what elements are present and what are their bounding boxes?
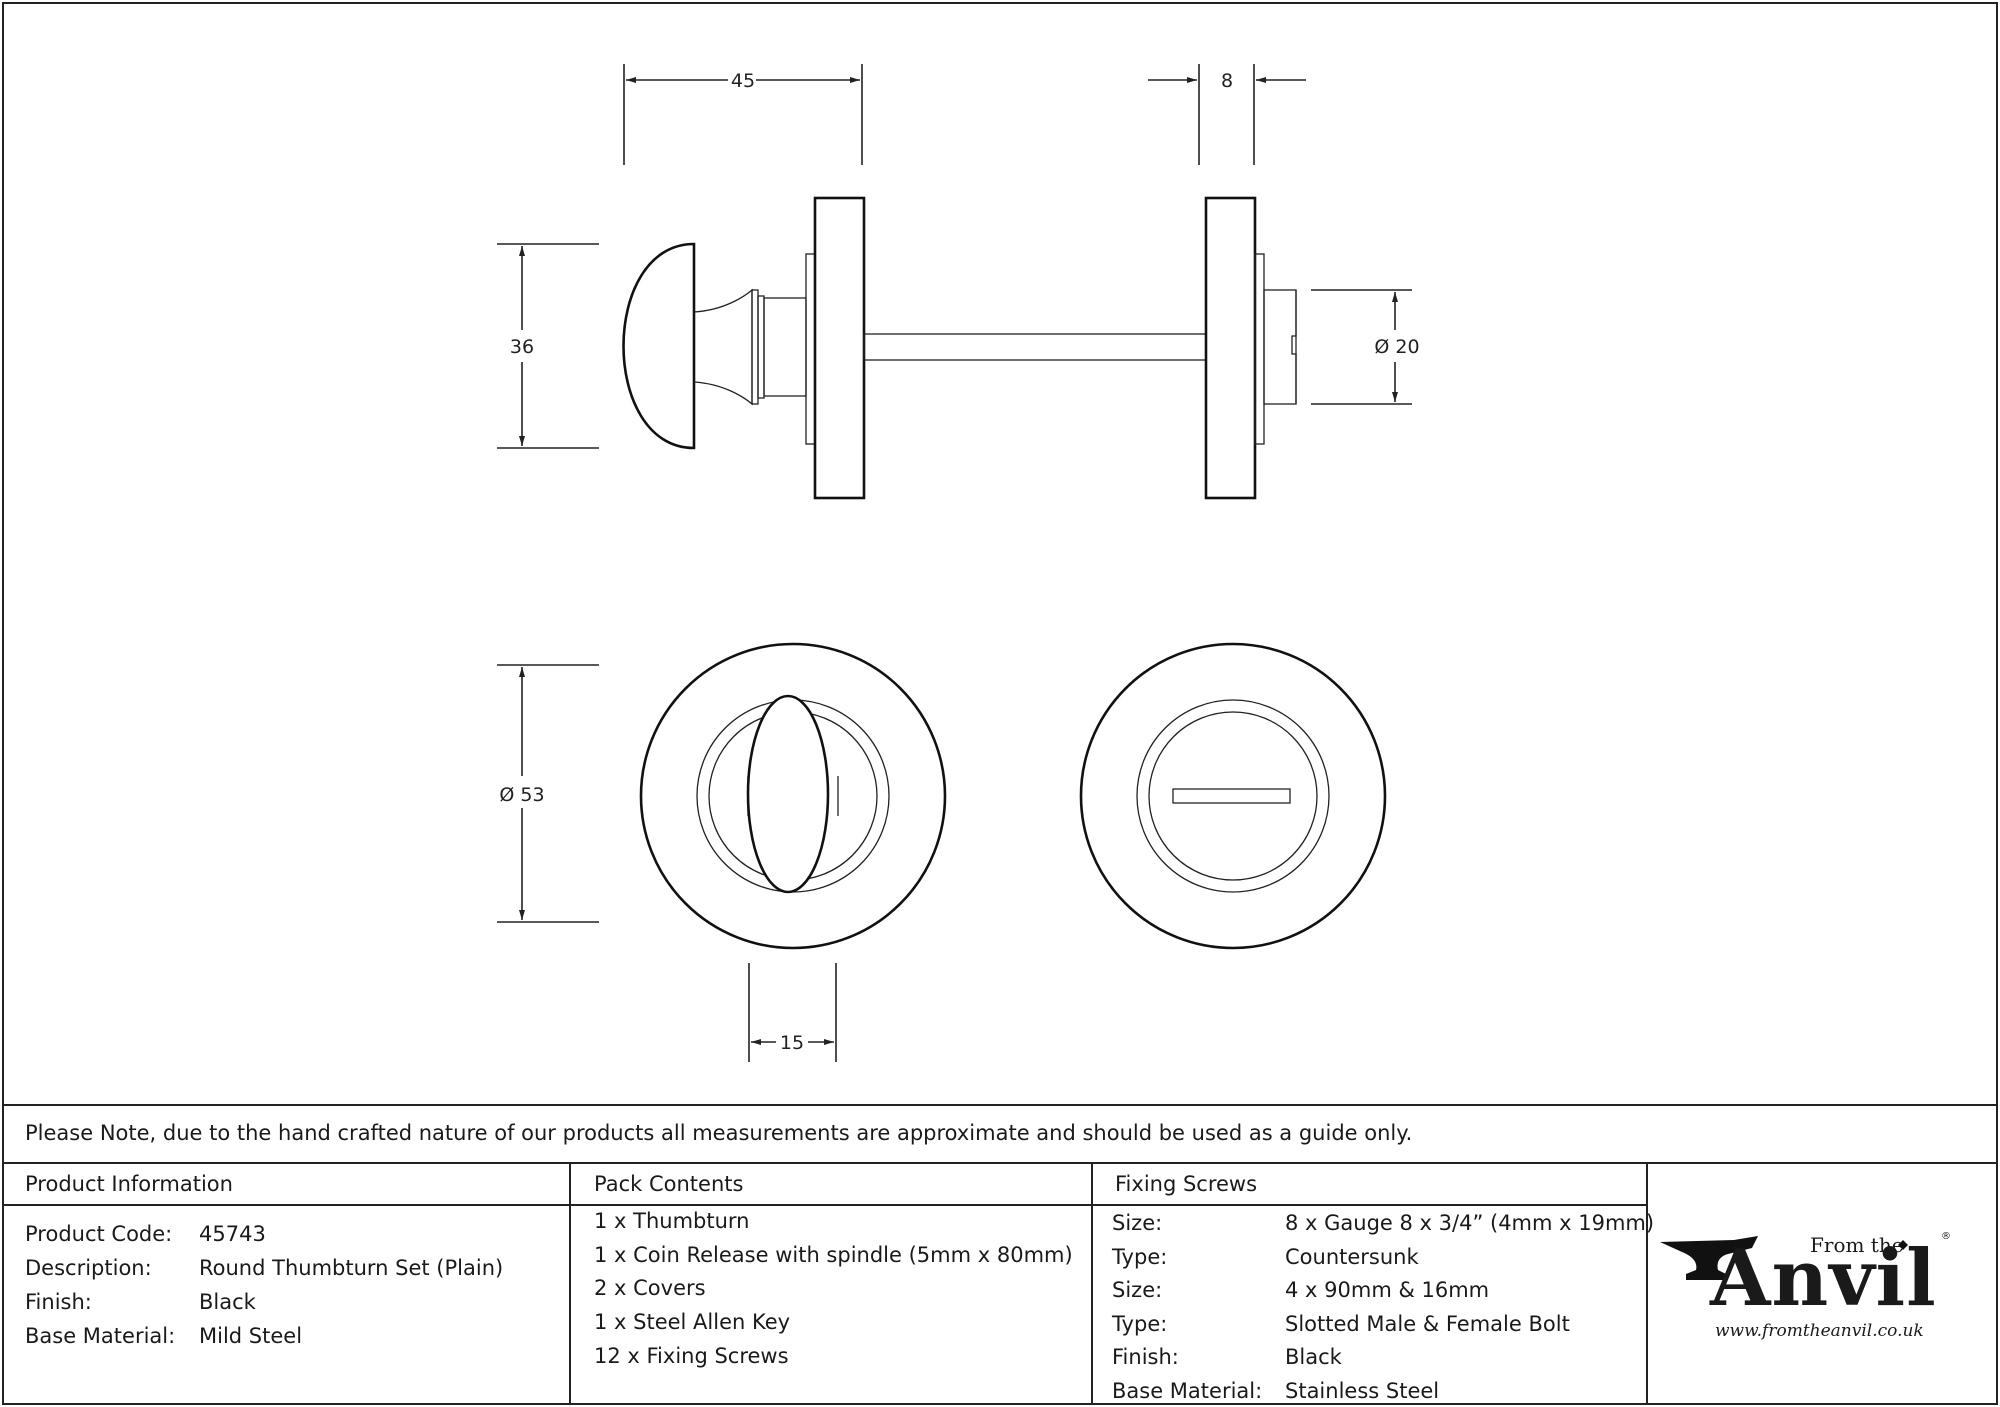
pack-item: 12 x Fixing Screws	[594, 1344, 789, 1368]
pack-item: 1 x Coin Release with spindle (5mm x 80m…	[594, 1243, 1073, 1267]
dimension-8-label: 8	[1221, 70, 1233, 92]
dimension-36: 36	[497, 243, 599, 449]
coin-release-side-view	[1204, 196, 1297, 500]
screw-size-label: Size:	[1112, 1211, 1163, 1235]
dimension-45: 45	[623, 64, 863, 165]
product-code-label: Product Code:	[25, 1222, 173, 1246]
fixing-screws-heading: Fixing Screws	[1115, 1172, 1258, 1196]
registered-mark: ®	[1941, 1231, 1951, 1242]
screw-type-value: Countersunk	[1285, 1245, 1419, 1269]
dimension-15: 15	[748, 963, 837, 1062]
measurement-note: Please Note, due to the hand crafted nat…	[25, 1121, 1413, 1145]
dimension-36-label: 36	[510, 336, 534, 358]
screw-size-value: 8 x Gauge 8 x 3/4” (4mm x 19mm)	[1285, 1211, 1655, 1235]
base-material-label: Base Material:	[25, 1324, 176, 1348]
description-value: Round Thumbturn Set (Plain)	[199, 1256, 504, 1280]
thumbturn-side-view	[622, 196, 866, 500]
column-divider-3	[1646, 1162, 1648, 1405]
pack-item: 1 x Thumbturn	[594, 1209, 750, 1233]
thumbturn-front-view	[639, 642, 947, 950]
pack-item: 2 x Covers	[594, 1276, 706, 1300]
coin-release-front-view	[1079, 642, 1387, 950]
screw-material-value: Stainless Steel	[1285, 1379, 1440, 1403]
bolt-type-value: Slotted Male & Female Bolt	[1285, 1312, 1570, 1336]
dimension-15-label: 15	[780, 1032, 804, 1054]
column-divider-2	[1091, 1162, 1093, 1405]
dimension-8: 8	[1148, 64, 1306, 165]
product-information-heading: Product Information	[25, 1172, 233, 1196]
anvil-icon	[1660, 1236, 1758, 1280]
spindle	[863, 333, 1207, 361]
dimension-diameter-53: Ø 53	[497, 664, 599, 923]
header-divider	[2, 1204, 1648, 1206]
technical-drawing: 45 8 36 Ø 20 Ø 53 15	[497, 64, 1420, 1062]
bolt-size-label: Size:	[1112, 1278, 1163, 1302]
screw-type-label: Type:	[1112, 1245, 1168, 1269]
dimension-diameter-20-label: Ø 20	[1374, 336, 1419, 358]
screw-material-label: Base Material:	[1112, 1379, 1263, 1403]
dimension-45-label: 45	[731, 70, 755, 92]
base-material-value: Mild Steel	[199, 1324, 303, 1348]
bolt-size-value: 4 x 90mm & 16mm	[1285, 1278, 1490, 1302]
screw-finish-value: Black	[1285, 1345, 1342, 1369]
dimension-diameter-20: Ø 20	[1311, 289, 1420, 405]
finish-label: Finish:	[25, 1290, 92, 1314]
bolt-type-label: Type:	[1112, 1312, 1168, 1336]
pack-item: 1 x Steel Allen Key	[594, 1310, 791, 1334]
dimension-diameter-53-label: Ø 53	[499, 784, 544, 806]
screw-finish-label: Finish:	[1112, 1345, 1179, 1369]
table-top-border	[2, 1104, 1998, 1106]
description-label: Description:	[25, 1256, 152, 1280]
note-divider	[2, 1162, 1998, 1164]
logo-from-the: From the	[1810, 1233, 1904, 1257]
diamond-icon	[1898, 1240, 1908, 1250]
finish-value: Black	[199, 1290, 256, 1314]
from-the-anvil-logo: From the ® Anvil www.fromtheanvil.co.uk	[1650, 1220, 1980, 1350]
product-code-value: 45743	[199, 1222, 266, 1246]
pack-contents-heading: Pack Contents	[594, 1172, 744, 1196]
logo-url: www.fromtheanvil.co.uk	[1715, 1321, 1924, 1341]
logo-brand: Anvil	[1710, 1233, 1937, 1324]
column-divider-1	[569, 1162, 571, 1405]
